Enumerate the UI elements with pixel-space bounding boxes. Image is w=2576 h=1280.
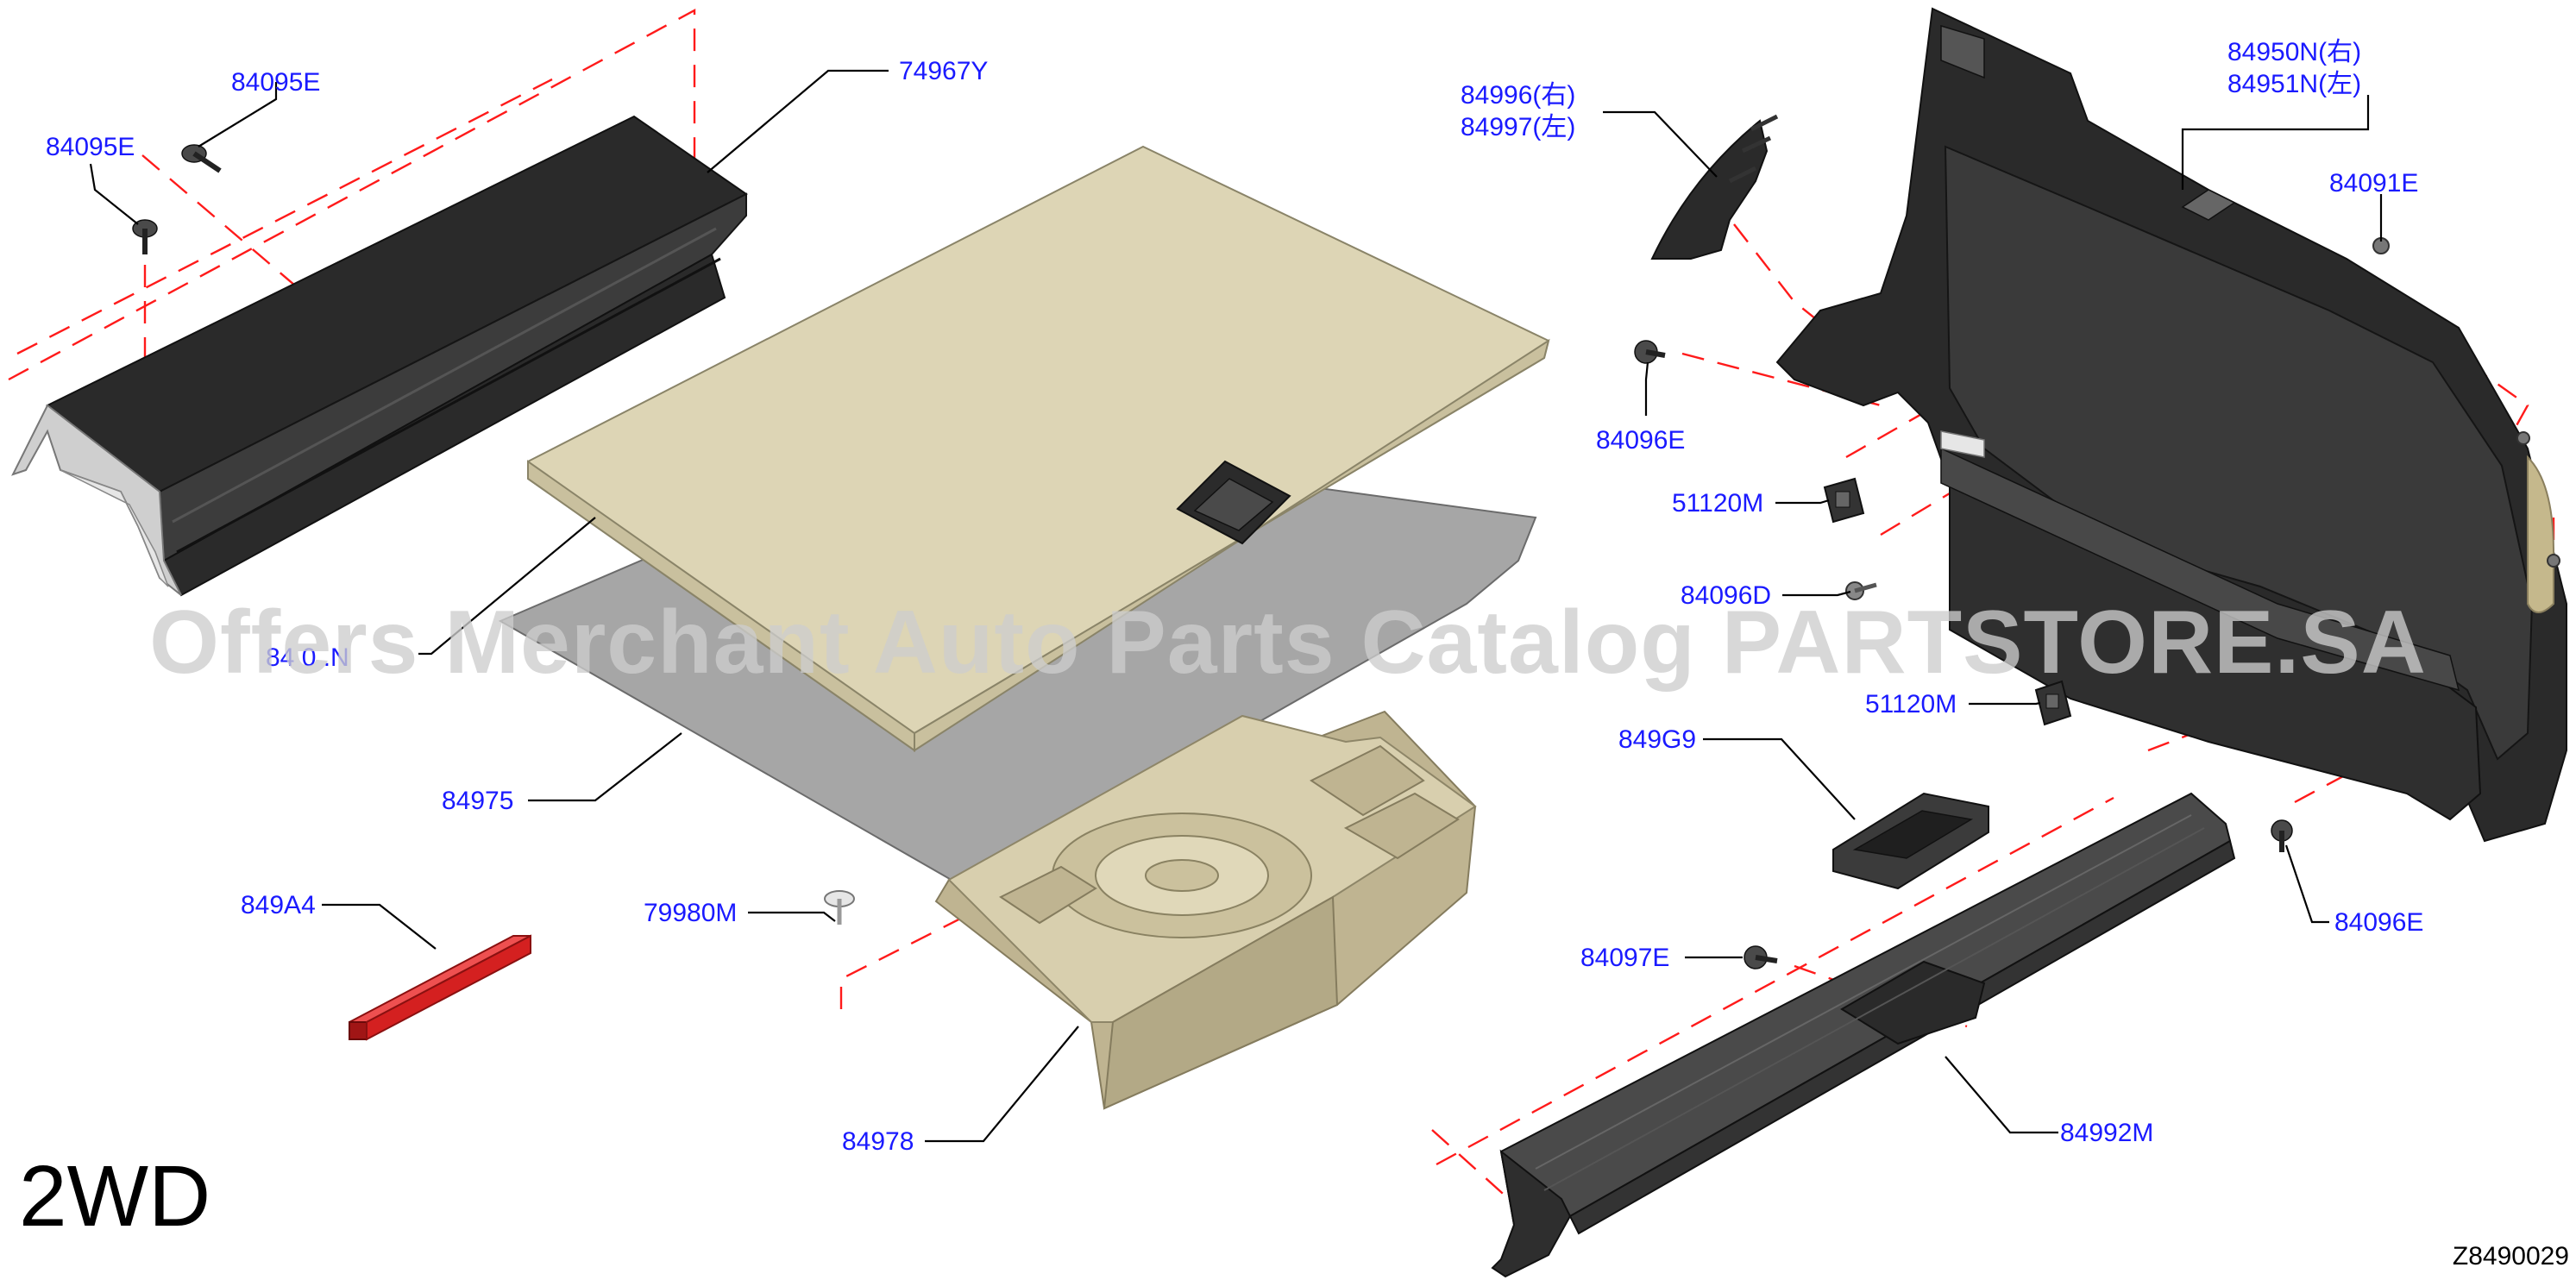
handle-recess (1176, 460, 1291, 545)
part-84095e-clip-a (181, 144, 222, 173)
label-84091e: 84091E (2329, 169, 2418, 198)
part-51120m-clip-b (2034, 680, 2072, 726)
label-84951n: 84951N(左) (2227, 70, 2361, 98)
side-clips-right (2516, 431, 2560, 568)
part-849x0n-cargo-board (527, 145, 1550, 752)
label-84992m: 84992M (2060, 1119, 2153, 1147)
part-849g9-tray-cup (1832, 792, 1989, 890)
label-84975: 84975 (442, 787, 513, 815)
part-84096e-clip-b (2271, 819, 2293, 852)
variant-label: 2WD (19, 1148, 211, 1245)
part-84996-bracket (1650, 114, 1779, 260)
label-84996: 84996(右) (1461, 81, 1575, 110)
part-849a4-red-block (349, 934, 531, 1041)
leader-lines (89, 69, 2383, 1143)
label-849x0n: 84 0 .N (266, 643, 349, 672)
part-51120m-clip-a (1823, 477, 1865, 524)
label-849g9: 849G9 (1618, 725, 1696, 754)
part-84096d-clip (1845, 581, 1877, 600)
label-84096e-a: 84096E (1596, 426, 1685, 455)
label-84095e-b: 84095E (46, 133, 135, 161)
part-79980m-pin (824, 890, 855, 925)
label-51120m-b: 51120M (1865, 690, 1957, 718)
label-84997: 84997(左) (1461, 113, 1575, 141)
label-84096e-b: 84096E (2334, 908, 2423, 937)
label-79980m: 79980M (644, 899, 737, 927)
label-51120m-a: 51120M (1672, 489, 1763, 518)
label-84978: 84978 (842, 1127, 914, 1156)
part-84950n-side-trim (1775, 7, 2567, 843)
label-84097e: 84097E (1580, 944, 1669, 972)
label-84950n: 84950N(右) (2227, 38, 2361, 66)
diagram-code: Z8490029 (2452, 1242, 2569, 1271)
part-84097e-clip (1744, 945, 1778, 969)
label-84096d: 84096D (1681, 581, 1771, 610)
label-84095e-a: 84095E (231, 68, 320, 97)
label-849a4: 849A4 (241, 891, 316, 919)
label-74967y: 74967Y (899, 57, 988, 85)
part-74967y-rear-panel (11, 115, 748, 597)
part-labels: 84095E 84095E 74967Y 84 0 .N 84975 849A4… (46, 38, 2423, 1156)
part-84096e-clip-a (1634, 340, 1666, 364)
part-84095e-clip-b (132, 219, 158, 254)
part-84992m-sill-trim (1491, 792, 2236, 1278)
part-84978-foam-tray (934, 710, 1477, 1110)
